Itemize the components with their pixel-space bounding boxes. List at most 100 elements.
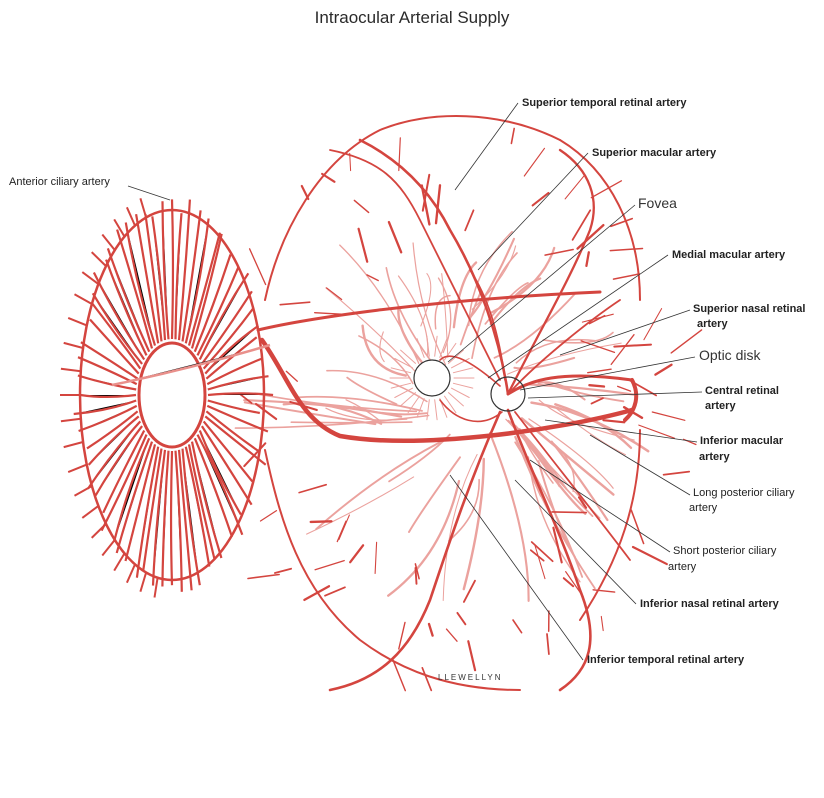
iris	[60, 198, 274, 598]
iris-radial-artery	[94, 425, 143, 497]
anterior-ciliary-sprout	[125, 563, 136, 584]
foveal-capillary	[416, 398, 425, 418]
foveal-capillary	[407, 395, 420, 414]
iris-radial-artery	[201, 290, 253, 365]
iris-radial-artery	[177, 199, 191, 341]
retinal-artery-twig	[609, 247, 644, 252]
anterior-ciliary-sprout	[125, 206, 136, 227]
retinal-artery-twig	[392, 659, 407, 692]
background-vessel	[257, 393, 418, 413]
anterior-ciliary-sprout	[60, 417, 81, 423]
iris-radial-artery	[86, 420, 142, 490]
retinal-artery-twig	[421, 173, 431, 212]
retinal-artery-twig	[462, 579, 476, 603]
retinal-artery-twig	[398, 621, 406, 650]
retinal-artery-twig	[510, 127, 516, 145]
background-vessel	[408, 456, 461, 533]
retinal-artery-twig	[300, 184, 310, 201]
foveal-capillary	[394, 387, 413, 398]
background-vessel	[339, 244, 420, 364]
iris-radial-artery	[177, 449, 193, 591]
superior-macular-artery	[469, 269, 506, 381]
retinal-artery-twig	[467, 640, 477, 672]
background-vessel	[515, 338, 599, 364]
iris-radial-artery	[174, 450, 183, 592]
anterior-ciliary-sprout	[91, 523, 107, 539]
retinal-artery-twig	[314, 559, 345, 571]
iris-radial-artery	[190, 233, 223, 349]
retinal-artery-twig	[325, 287, 343, 301]
retinal-artery-twig	[374, 541, 378, 575]
background-vessel	[467, 230, 513, 327]
retinal-artery-twig	[353, 199, 370, 214]
label-inferior-temporal-retinal-artery: Inferior temporal retinal artery	[587, 654, 745, 666]
label-leader-lines	[127, 102, 703, 661]
leader-anterior-ciliary	[127, 185, 171, 201]
leader-superior-temporal	[454, 102, 519, 191]
foveal-capillary	[426, 335, 430, 357]
iris-radial-artery	[205, 336, 258, 380]
retinal-artery-twig	[587, 368, 612, 374]
background-vessel	[437, 277, 452, 354]
iris-radial-artery	[193, 254, 232, 353]
anterior-ciliary-sprout	[67, 316, 88, 327]
retinal-artery-twig	[366, 274, 379, 282]
background-vessel	[420, 273, 432, 327]
background-vessel	[306, 476, 415, 535]
foveal-capillary	[444, 395, 457, 414]
retinal-artery-twig	[289, 400, 318, 411]
iris-radial-artery	[200, 425, 253, 506]
retinal-artery-twig	[670, 329, 703, 354]
iris-radial-artery	[78, 404, 138, 433]
iris-radial-artery	[86, 410, 139, 450]
iris-radial-artery	[187, 232, 221, 346]
iris-radial-artery	[198, 272, 250, 360]
retinal-artery-twig	[434, 184, 442, 225]
retinal-artery-twig	[610, 334, 635, 366]
anterior-ciliary-sprout	[153, 577, 159, 598]
background-vessel	[397, 275, 429, 358]
fovea-circle	[413, 359, 451, 397]
retinal-artery-twig	[445, 628, 458, 642]
background-vessel	[489, 277, 542, 326]
foveal-capillary	[434, 335, 438, 357]
background-vessel	[513, 356, 576, 370]
anterior-ciliary-sprout	[60, 367, 81, 373]
anterior-ciliary-sprout	[113, 218, 126, 238]
background-vessel	[325, 287, 423, 380]
anterior-ciliary-sprout	[91, 251, 107, 267]
label-inferior-macular-artery-line2: artery	[699, 451, 730, 463]
foveal-capillary	[448, 392, 464, 407]
background-vessel	[542, 331, 614, 344]
retinal-artery-twig	[273, 567, 293, 574]
iris-radial-artery	[204, 324, 259, 375]
retinal-artery-twig	[512, 619, 523, 634]
foveal-capillary	[390, 367, 412, 374]
superior-temporal-branch	[329, 149, 501, 381]
foveal-capillary	[451, 387, 470, 398]
label-inferior-macular-artery-line1: Inferior macular	[700, 435, 784, 447]
iris-radial-artery	[151, 449, 167, 586]
retinal-artery-twig	[577, 496, 588, 509]
retinal-artery-twig	[571, 209, 592, 241]
background-vessel	[442, 453, 478, 602]
retinal-artery-twig	[565, 571, 584, 598]
retinal-artery-twig	[285, 370, 298, 382]
iris-radial-artery	[202, 420, 254, 483]
superior-nasal-branch	[511, 299, 621, 391]
iris-radial-artery	[161, 450, 170, 587]
label-superior-nasal-retinal-artery-line1: Superior nasal retinal	[693, 303, 806, 315]
medial-macular-artery	[439, 355, 501, 387]
leader-superior-nasal	[559, 309, 691, 356]
background-vessel	[490, 246, 556, 314]
foveal-capillary	[439, 338, 448, 358]
retinal-artery-twig	[314, 312, 345, 315]
retinal-artery-twig	[617, 385, 632, 392]
long-posterior-ciliary-artery	[259, 337, 635, 443]
retinal-artery-twig	[546, 633, 550, 655]
retinal-artery-twig	[427, 622, 434, 637]
background-vessel	[514, 435, 543, 497]
retinal-artery-twig	[576, 223, 605, 250]
retinal-artery-twig	[580, 340, 616, 354]
